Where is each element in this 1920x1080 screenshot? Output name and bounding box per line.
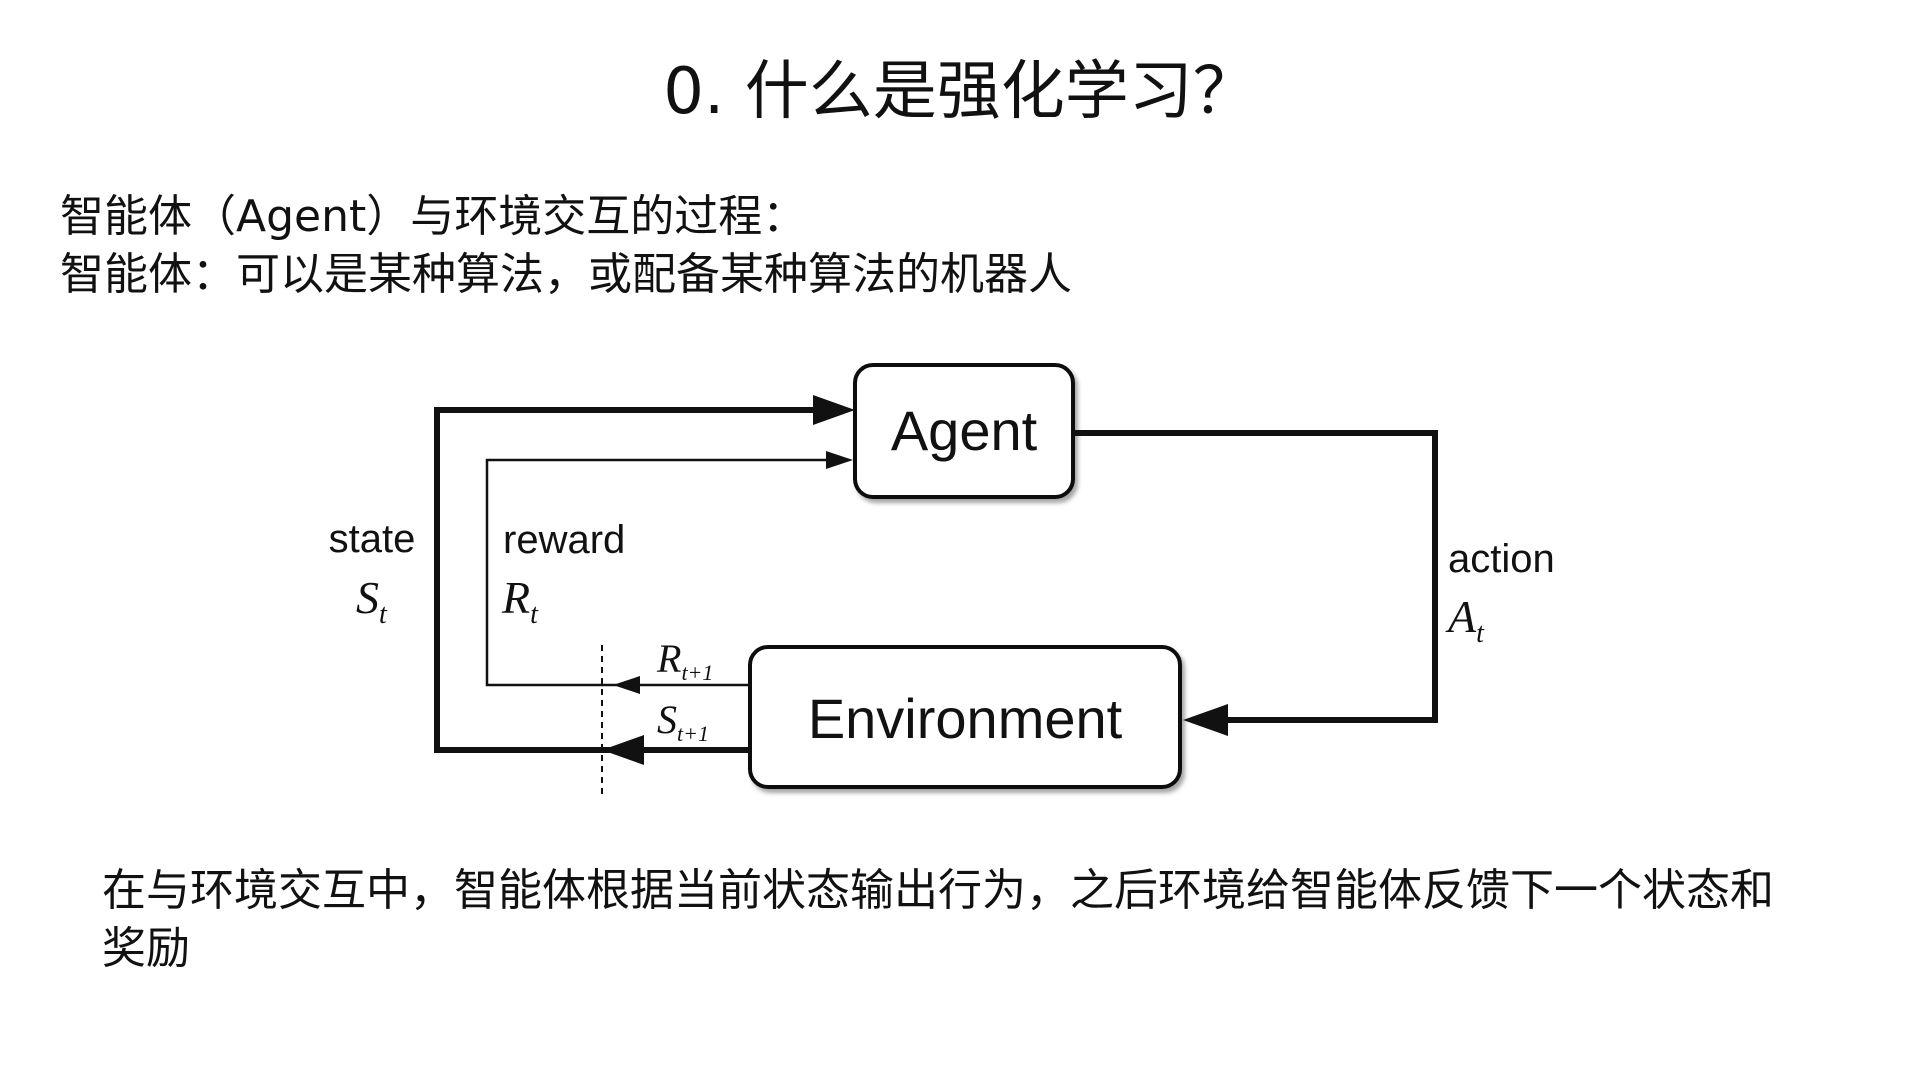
action-arrow [1075, 430, 1438, 736]
intro-text: 智能体（Agent）与环境交互的过程： 智能体：可以是某种算法，或配备某种算法的… [60, 188, 1072, 304]
environment-label: Environment [808, 687, 1123, 750]
environment-box: Environment [748, 645, 1182, 789]
next-state-annotation: St+1 [657, 697, 709, 746]
reward-label: reward [503, 518, 625, 562]
slide-title: 0. 什么是强化学习？ [663, 55, 1257, 129]
action-variable: At [1445, 591, 1485, 649]
reward-annotation: reward Rt [501, 518, 625, 630]
next-reward-arrowhead [613, 676, 640, 694]
reward-variable: Rt [501, 572, 539, 630]
action-annotation: action At [1445, 537, 1555, 649]
intro-line-agent-definition: 智能体：可以是某种算法，或配备某种算法的机器人 [60, 249, 1072, 300]
action-label: action [1448, 537, 1555, 581]
state-arrowhead [813, 395, 855, 425]
reward-arrow [485, 451, 853, 694]
state-variable: St [356, 572, 388, 630]
summary-text: 在与环境交互中，智能体根据当前状态输出行为，之后环境给智能体反馈下一个状态和奖励 [102, 865, 1774, 974]
next-state-variable: St+1 [657, 697, 709, 746]
reward-arrowhead [826, 451, 853, 469]
action-arrowhead [1183, 704, 1228, 736]
state-label: state [329, 517, 416, 561]
state-annotation: state St [329, 517, 416, 630]
next-reward-variable: Rt+1 [656, 636, 713, 685]
intro-line-agent-environment: 智能体（Agent）与环境交互的过程： [60, 191, 807, 242]
agent-label: Agent [891, 399, 1038, 462]
state-arrow [434, 395, 855, 765]
next-state-arrowhead [602, 735, 644, 765]
agent-box: Agent [853, 363, 1075, 499]
next-reward-annotation: Rt+1 [656, 636, 713, 685]
